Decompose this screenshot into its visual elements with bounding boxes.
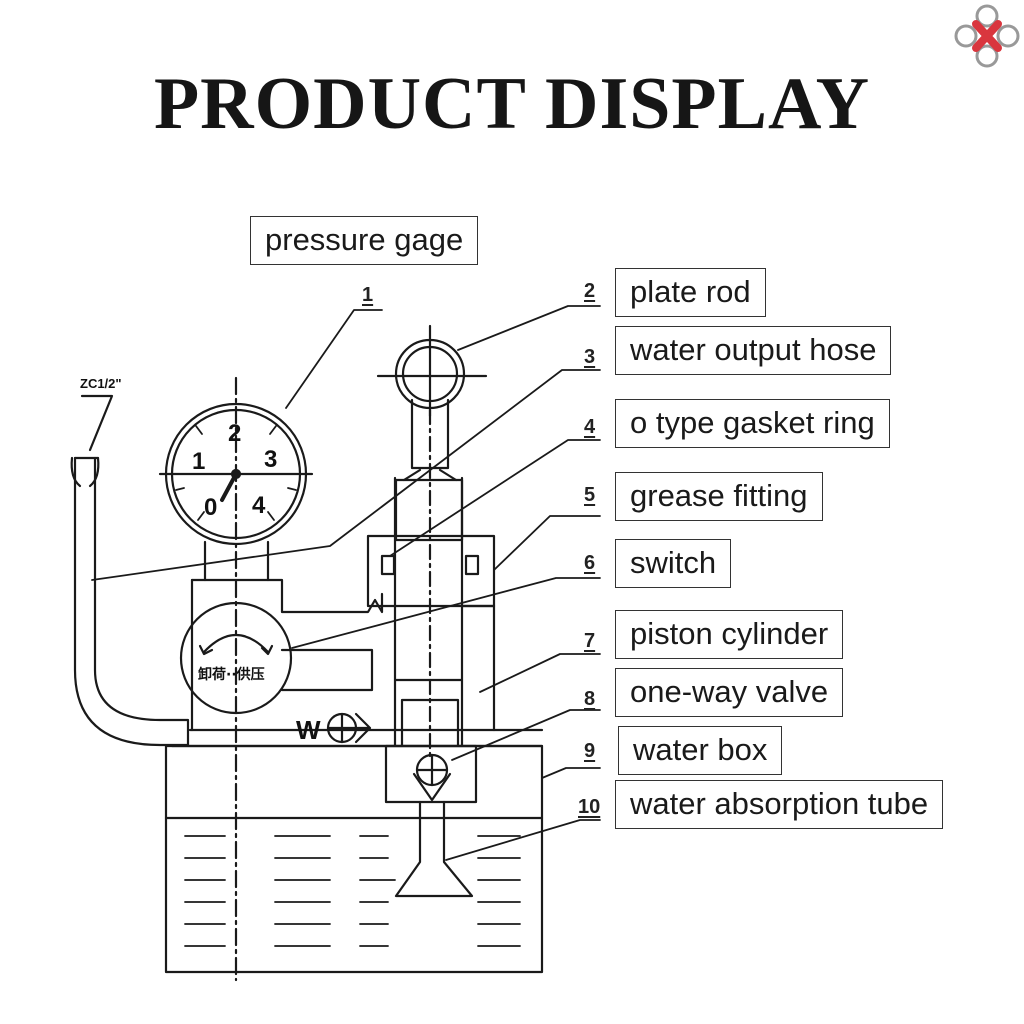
label-grease-fitting: grease fitting	[615, 472, 823, 521]
label-plate-rod: plate rod	[615, 268, 766, 317]
switch-dial	[179, 601, 293, 715]
water-box-shape	[164, 744, 544, 974]
callout-num-8: 8	[584, 688, 596, 710]
water-lines	[184, 835, 521, 947]
callout-num-7: 7	[584, 630, 596, 652]
callout-num-10: 10	[578, 796, 601, 818]
callout-num-3: 3	[584, 346, 596, 368]
absorption-tube-shape	[394, 800, 474, 898]
callout-num-2: 2	[584, 280, 596, 302]
label-water-output-hose: water output hose	[615, 326, 892, 375]
hose-size-label: ZC1/2"	[80, 376, 122, 391]
callout-num-4: 4	[584, 416, 596, 438]
label-water-box: water box	[618, 726, 783, 775]
brand-logo-icon	[954, 4, 1020, 68]
gauge-number-3: 3	[264, 446, 278, 473]
callout-num-1: 1	[362, 284, 374, 306]
callout-num-9: 9	[584, 740, 596, 762]
page-title: PRODUCT DISPLAY	[153, 63, 871, 145]
gauge-number-0: 0	[204, 494, 218, 521]
gauge-number-1: 1	[192, 448, 206, 475]
switch-mode-text: 卸荷··供压	[198, 667, 265, 683]
label-water-absorption-tube: water absorption tube	[615, 780, 944, 829]
label-one-way-valve: one-way valve	[615, 668, 844, 717]
callout-num-5: 5	[584, 484, 596, 506]
label-switch: switch	[615, 539, 732, 588]
output-hose-shape	[73, 456, 190, 747]
gauge-number-2: 2	[228, 420, 242, 447]
callout-num-6: 6	[584, 552, 596, 574]
label-o-type-gasket-ring: o type gasket ring	[615, 399, 890, 448]
valve-w-mark: W	[296, 715, 321, 745]
label-piston-cylinder: piston cylinder	[615, 610, 844, 659]
label-pressure-gage: pressure gage	[250, 216, 479, 265]
gauge-number-4: 4	[252, 492, 266, 519]
